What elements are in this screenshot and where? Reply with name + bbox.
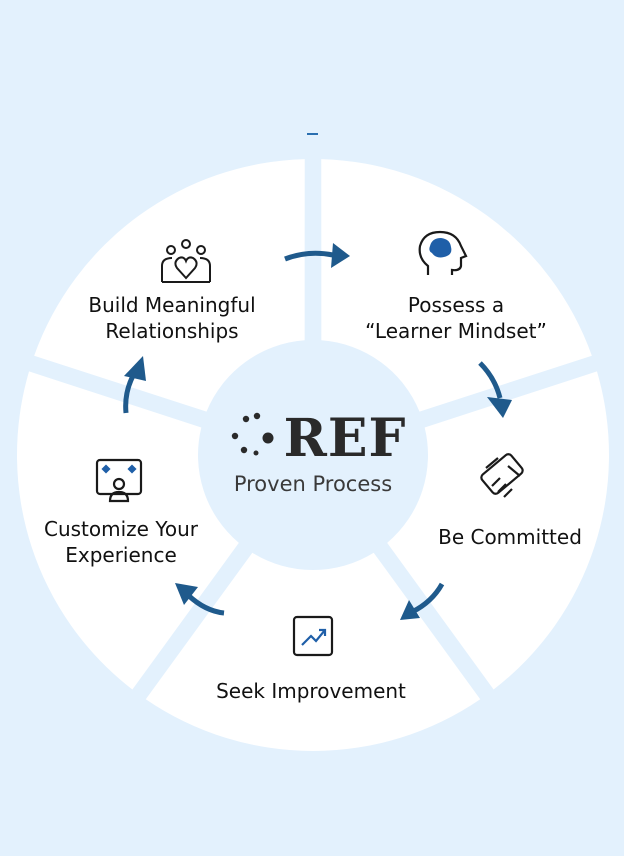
step-1-line-2: Relationships	[105, 319, 239, 343]
step-1-line-1: Build Meaningful	[88, 293, 256, 317]
step-label-relationships: Build Meaningful Relationships	[88, 292, 255, 344]
arrow-4-head	[175, 583, 198, 605]
segment-committed	[387, 371, 609, 690]
segment-improvement	[145, 552, 481, 751]
ref-brand-text: REF	[283, 408, 407, 469]
segment-learner-mindset	[321, 159, 592, 412]
arrow-1-head	[331, 243, 350, 268]
handshake-icon	[480, 453, 524, 498]
step-5-line-2: Experience	[65, 543, 177, 567]
proven-process-text: Proven Process	[233, 472, 393, 496]
step-label-committed: Be Committed	[438, 524, 582, 550]
arrow-4	[186, 593, 225, 616]
segment-customize	[16, 371, 239, 690]
top-dash-mark	[307, 133, 318, 135]
arrow-2-head	[487, 397, 512, 418]
user-screen-icon	[95, 458, 143, 503]
step-2-line-1: Possess a	[407, 293, 505, 317]
step-label-learner-mindset: Possess a “Learner Mindset”	[365, 292, 547, 344]
arrow-1	[284, 250, 334, 262]
brain-head-icon	[418, 230, 468, 275]
step-2-line-2: “Learner Mindset”	[365, 319, 547, 343]
step-3-line-1: Be Committed	[438, 525, 582, 549]
trend-chart-icon	[292, 615, 334, 657]
center-circle	[200, 342, 426, 568]
arrow-2	[478, 361, 503, 399]
segment-relationships	[34, 159, 305, 412]
step-label-improvement: Seek Improvement	[216, 678, 406, 704]
wheel-segments	[16, 159, 609, 751]
step-label-customize: Customize Your Experience	[44, 516, 198, 568]
arrow-5-head	[124, 356, 146, 381]
people-heart-icon	[161, 239, 211, 283]
ref-dots-logo	[231, 412, 274, 456]
arrow-3-head	[400, 600, 420, 620]
step-5-line-1: Customize Your	[43, 517, 199, 541]
step-4-line-1: Seek Improvement	[216, 679, 406, 703]
